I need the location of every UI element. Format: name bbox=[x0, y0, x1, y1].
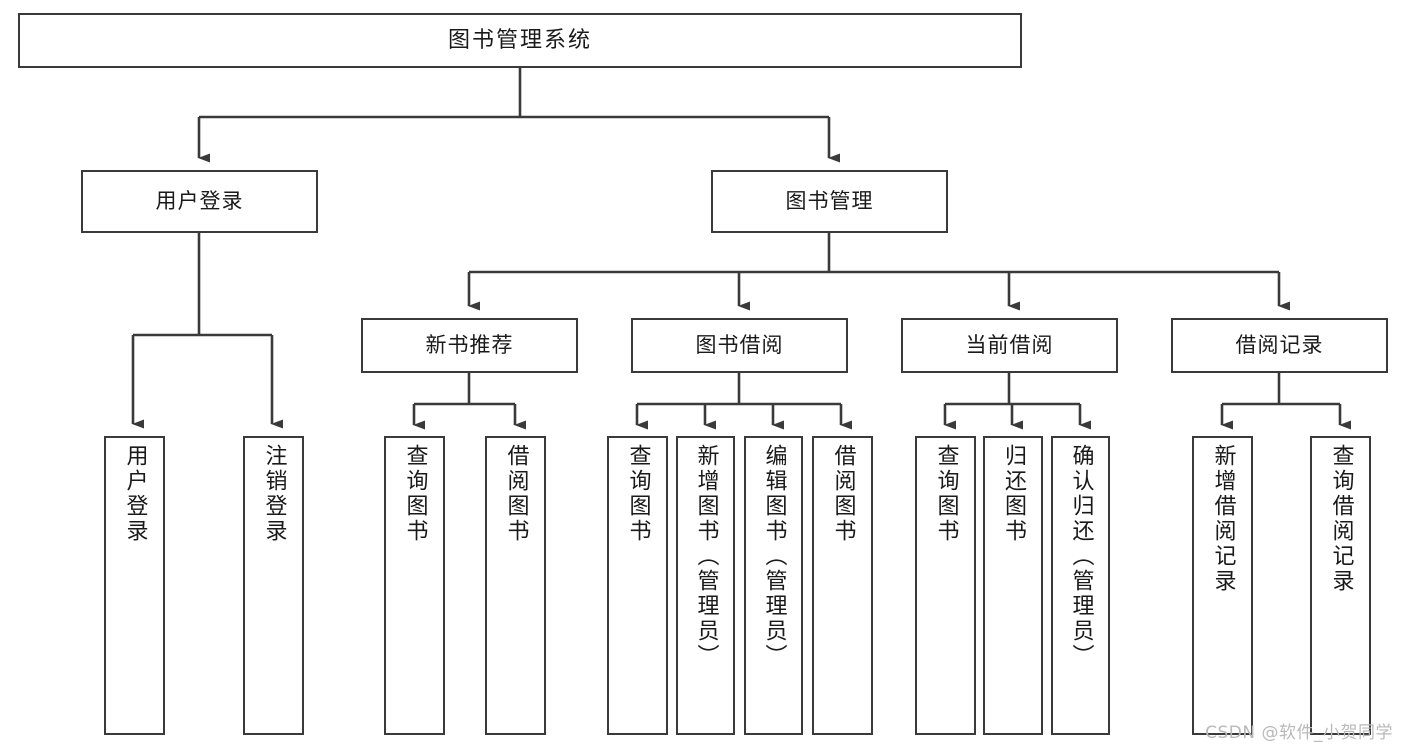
node-root-system[interactable]: 图书管理系统 bbox=[18, 13, 1022, 68]
node-label: 新增图书（管理员） bbox=[693, 444, 719, 669]
node-label: 查询图书 bbox=[933, 444, 959, 544]
node-label: 借阅记录 bbox=[1235, 333, 1324, 358]
leaf-add-borrow-record[interactable]: 新增借阅记录 bbox=[1192, 436, 1253, 735]
node-label: 当前借阅 bbox=[965, 333, 1054, 358]
node-user-login[interactable]: 用户登录 bbox=[81, 170, 318, 233]
leaf-user-login[interactable]: 用户登录 bbox=[104, 436, 165, 735]
node-label: 图书管理系统 bbox=[447, 27, 592, 53]
leaf-logout-login[interactable]: 注销登录 bbox=[243, 436, 304, 735]
node-label: 查询图书 bbox=[625, 444, 651, 544]
node-borrow-record[interactable]: 借阅记录 bbox=[1171, 318, 1388, 373]
node-label: 编辑图书（管理员） bbox=[761, 444, 787, 669]
node-label: 注销登录 bbox=[261, 444, 287, 544]
leaf-edit-book-admin[interactable]: 编辑图书（管理员） bbox=[744, 436, 803, 735]
leaf-query-book-borrow[interactable]: 查询图书 bbox=[607, 436, 668, 735]
node-label: 归还图书 bbox=[1001, 444, 1026, 544]
node-label: 图书借阅 bbox=[695, 333, 784, 358]
leaf-query-book-current[interactable]: 查询图书 bbox=[915, 436, 976, 735]
leaf-borrow-book[interactable]: 借阅图书 bbox=[812, 436, 873, 735]
leaf-borrow-book-recommend[interactable]: 借阅图书 bbox=[485, 436, 546, 735]
leaf-confirm-return-admin[interactable]: 确认归还（管理员） bbox=[1051, 436, 1110, 735]
node-label: 新书推荐 bbox=[425, 333, 514, 358]
node-current-borrow[interactable]: 当前借阅 bbox=[901, 318, 1118, 373]
node-label: 查询借阅记录 bbox=[1328, 444, 1354, 594]
node-book-management[interactable]: 图书管理 bbox=[711, 170, 948, 233]
node-label: 图书管理 bbox=[785, 189, 874, 214]
node-label: 借阅图书 bbox=[830, 444, 856, 544]
node-label: 确认归还（管理员） bbox=[1068, 444, 1094, 669]
node-label: 用户登录 bbox=[155, 189, 244, 214]
leaf-return-book[interactable]: 归还图书 bbox=[983, 436, 1043, 735]
node-book-borrow[interactable]: 图书借阅 bbox=[631, 318, 848, 373]
node-label: 用户登录 bbox=[122, 444, 148, 544]
node-label: 新增借阅记录 bbox=[1210, 444, 1236, 594]
leaf-add-book-admin[interactable]: 新增图书（管理员） bbox=[676, 436, 735, 735]
node-new-book-recommend[interactable]: 新书推荐 bbox=[361, 318, 578, 373]
leaf-query-book-recommend[interactable]: 查询图书 bbox=[384, 436, 445, 735]
node-label: 查询图书 bbox=[402, 444, 428, 544]
leaf-query-borrow-record[interactable]: 查询借阅记录 bbox=[1310, 436, 1371, 735]
watermark: CSDN @软件_小贺同学 bbox=[1205, 723, 1393, 743]
node-label: 借阅图书 bbox=[503, 444, 529, 544]
